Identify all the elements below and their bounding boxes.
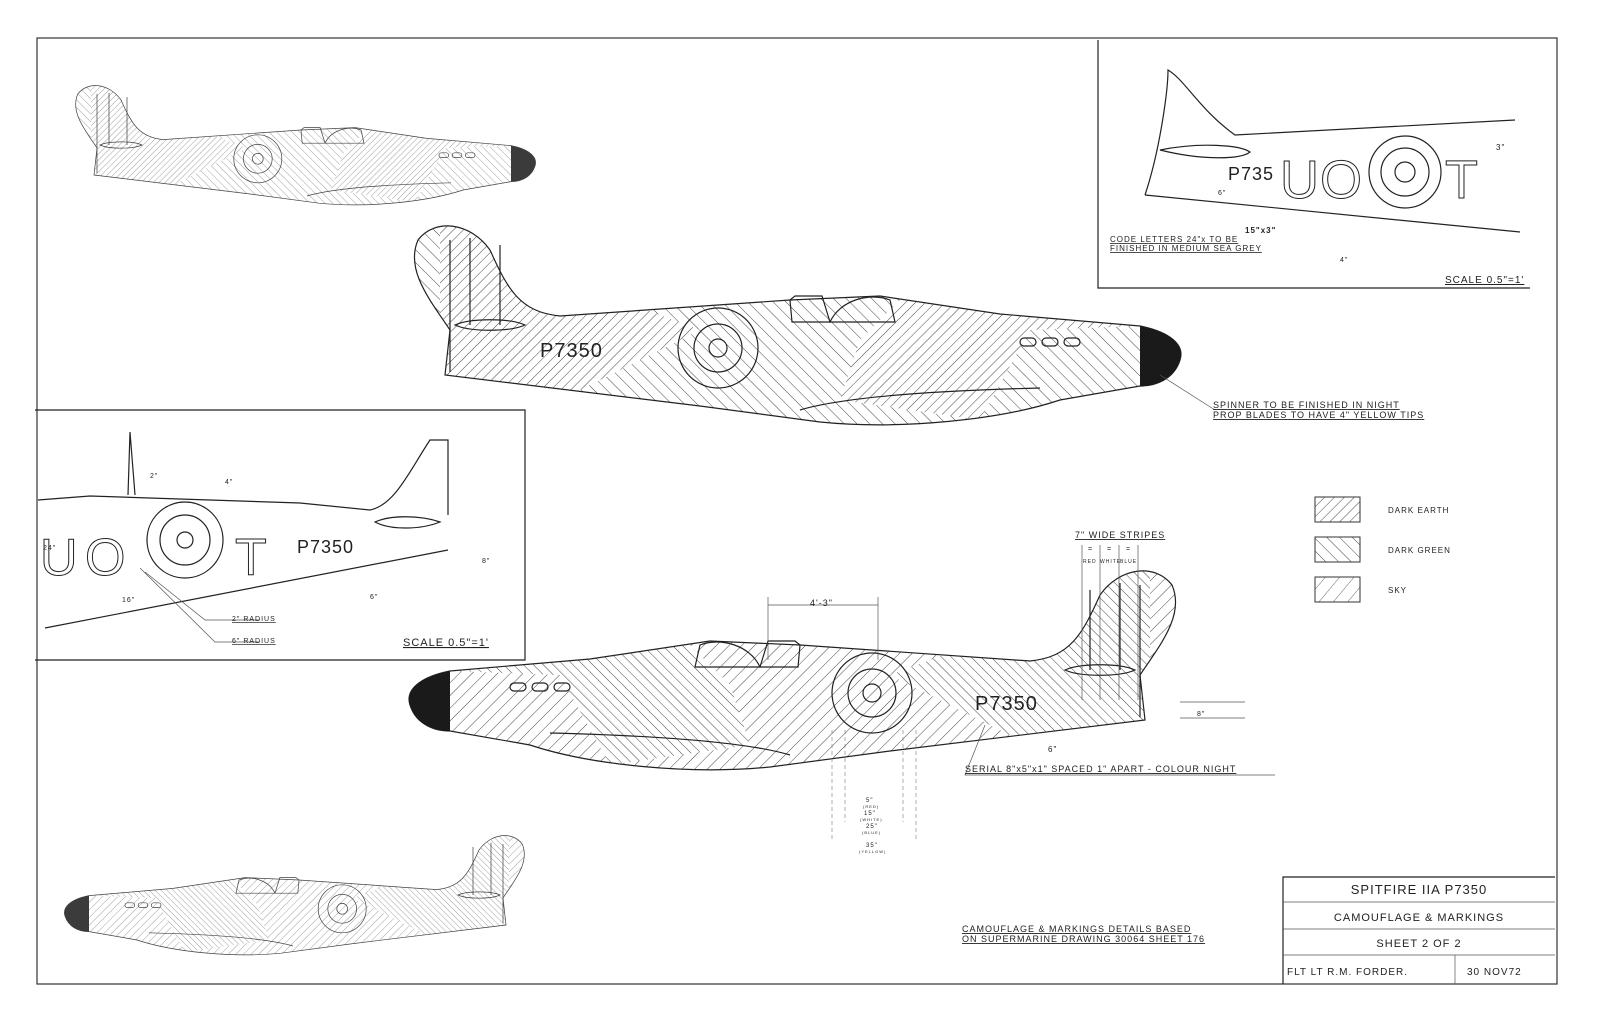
inset-left-dim-24: 24": [43, 545, 56, 552]
legend-swatch-dark-green: [1314, 536, 1361, 563]
aircraft-port-view: [390, 555, 1190, 785]
serial-note: SERIAL 8"x5"x1" SPACED 1" APART - COLOUR…: [965, 764, 1236, 774]
inset-right-note-2: FINISHED IN MEDIUM SEA GREY: [1110, 244, 1262, 253]
inset-right-size-label: 15"x3": [1245, 226, 1276, 235]
inset-right-serial: P735: [1228, 164, 1274, 184]
inset-left-code-o: O: [85, 529, 125, 587]
thumbnail-starboard: [67, 76, 547, 214]
roundel-dim-yellow-label: (YELLOW): [859, 849, 886, 854]
aircraft-starboard-view: [400, 210, 1200, 440]
roundel-dim-yellow: 35": [866, 843, 878, 849]
roundel-dim-blue: 25": [866, 824, 878, 830]
inset-left-dim-6: 6": [370, 594, 378, 601]
stripes-title: 7" WIDE STRIPES: [1075, 530, 1165, 540]
inset-left-dim-8: 8": [482, 558, 490, 565]
roundel-dimensions: 5" (RED) 15" (WHITE) 25" (BLUE) 35" (YEL…: [831, 730, 917, 854]
title-subject: CAMOUFLAGE & MARKINGS: [1334, 912, 1504, 924]
dim-8: 8": [1197, 711, 1205, 718]
stripe-eq-2: =: [1107, 546, 1112, 553]
inset-right-code-u: U: [1280, 150, 1319, 210]
title-author: FLT LT R.M. FORDER.: [1287, 967, 1408, 978]
stripe-label-blue: BLUE: [1120, 559, 1137, 565]
roundel-dim-white-label: (WHITE): [860, 817, 883, 822]
title-sheet: SHEET 2 OF 2: [1376, 938, 1461, 950]
roundel-dim-red: 5": [866, 798, 873, 804]
inset-left-serial: P7350: [297, 537, 354, 557]
legend-label-dark-green: DARK GREEN: [1388, 546, 1451, 555]
stripe-label-white: WHITE: [1100, 559, 1121, 565]
inset-left-code-u: U: [40, 529, 78, 587]
inset-right-scale: SCALE 0.5"=1': [1445, 275, 1524, 286]
title-block: SPITFIRE IIA P7350 CAMOUFLAGE & MARKINGS…: [1282, 876, 1555, 984]
inset-left-dim-16: 16": [122, 597, 135, 604]
source-note-2: ON SUPERMARINE DRAWING 30064 SHEET 176: [962, 934, 1205, 944]
inset-left-code-t: T: [235, 529, 267, 587]
inset-right-dim-6: 6": [1218, 190, 1226, 197]
spinner-note-1: SPINNER TO BE FINISHED IN NIGHT: [1213, 400, 1400, 410]
inset-right-dim-4: 4": [1340, 257, 1348, 264]
roundel-dim-blue-label: (BLUE): [862, 830, 881, 835]
dim-6: 6": [1048, 745, 1057, 754]
stripe-eq-1: =: [1088, 546, 1093, 553]
inset-left-dim-4: 4": [225, 479, 233, 486]
inset-right: P735 U O T 3" 6" 15"x3" CODE LETTERS 24"…: [1097, 40, 1530, 289]
roundel-dim-white: 15": [864, 811, 876, 817]
legend-swatch-dark-earth: [1314, 496, 1361, 523]
roundel-dim-red-label: (RED): [863, 804, 879, 809]
sheet-border: [36, 37, 1558, 985]
legend: DARK EARTH DARK GREEN SKY: [1314, 496, 1451, 603]
stripe-eq-3: =: [1126, 546, 1131, 553]
source-note-1: CAMOUFLAGE & MARKINGS DETAILS BASED: [962, 924, 1191, 934]
inset-left: U O T P7350 2" 4" 24" 16" 6" 8" 2" RADIU…: [35, 409, 526, 661]
legend-label-sky: SKY: [1388, 586, 1407, 595]
stripe-label-red: RED: [1083, 559, 1097, 565]
title-date: 30 NOV72: [1467, 967, 1522, 978]
inset-left-scale: SCALE 0.5"=1': [403, 637, 489, 649]
inset-left-radius-6: 6" RADIUS: [232, 638, 276, 645]
inset-right-note-1: CODE LETTERS 24"x TO BE: [1110, 235, 1238, 244]
inset-left-radius-2: 2" RADIUS: [232, 616, 276, 623]
inset-right-code-t: T: [1445, 150, 1478, 210]
serial-bottom: P7350: [975, 693, 1038, 715]
legend-swatch-sky: [1314, 576, 1361, 603]
inset-left-dim-2: 2": [150, 473, 158, 480]
legend-label-dark-earth: DARK EARTH: [1388, 506, 1449, 515]
serial-top: P7350: [540, 340, 603, 362]
dim-4-3: 4'-3": [810, 598, 833, 608]
thumbnail-port: [53, 826, 533, 964]
inset-right-dim-3: 3": [1496, 143, 1505, 152]
spinner-note-2: PROP BLADES TO HAVE 4" YELLOW TIPS: [1213, 410, 1424, 420]
title-aircraft: SPITFIRE IIA P7350: [1351, 882, 1488, 897]
inset-right-code-o: O: [1320, 150, 1362, 210]
